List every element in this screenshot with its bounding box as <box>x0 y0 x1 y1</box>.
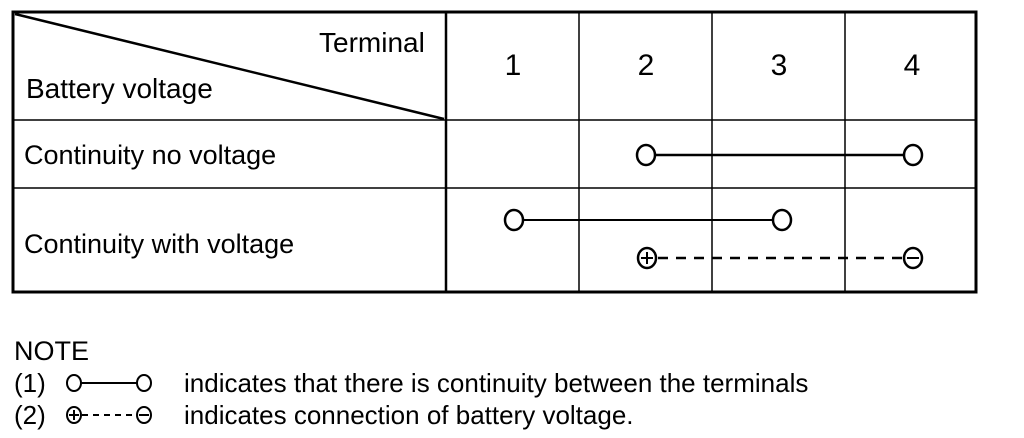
terminal-continuity-table <box>11 10 978 294</box>
note-item-text: indicates connection of battery voltage. <box>184 400 634 430</box>
header-terminal-label: Terminal <box>319 27 425 58</box>
minus-terminal-icon <box>902 246 924 270</box>
note-item-index: (2) <box>14 400 46 430</box>
terminal-2-circle <box>635 143 657 167</box>
note-title: NOTE <box>14 336 90 366</box>
row-label-with-voltage: Continuity with voltage <box>24 229 295 259</box>
terminal-1-header: 1 <box>504 49 522 82</box>
battery-voltage-symbol-icon <box>66 406 152 424</box>
header-diagonal <box>14 12 445 121</box>
terminal-4-circle <box>902 143 924 167</box>
terminal-3-header: 3 <box>770 49 788 82</box>
table-border <box>11 10 978 294</box>
terminal-4-header: 4 <box>903 49 921 82</box>
note-item-index: (1) <box>14 368 46 398</box>
continuity-symbol-icon <box>66 374 152 392</box>
note-item-text: indicates that there is continuity betwe… <box>184 368 809 398</box>
terminal-1-circle <box>503 208 525 232</box>
row-label-no-voltage: Continuity no voltage <box>24 140 277 170</box>
terminal-2-header: 2 <box>637 49 655 82</box>
header-battery-voltage-label: Battery voltage <box>26 73 213 104</box>
plus-terminal-icon <box>636 246 658 270</box>
terminal-3-circle <box>771 208 793 232</box>
